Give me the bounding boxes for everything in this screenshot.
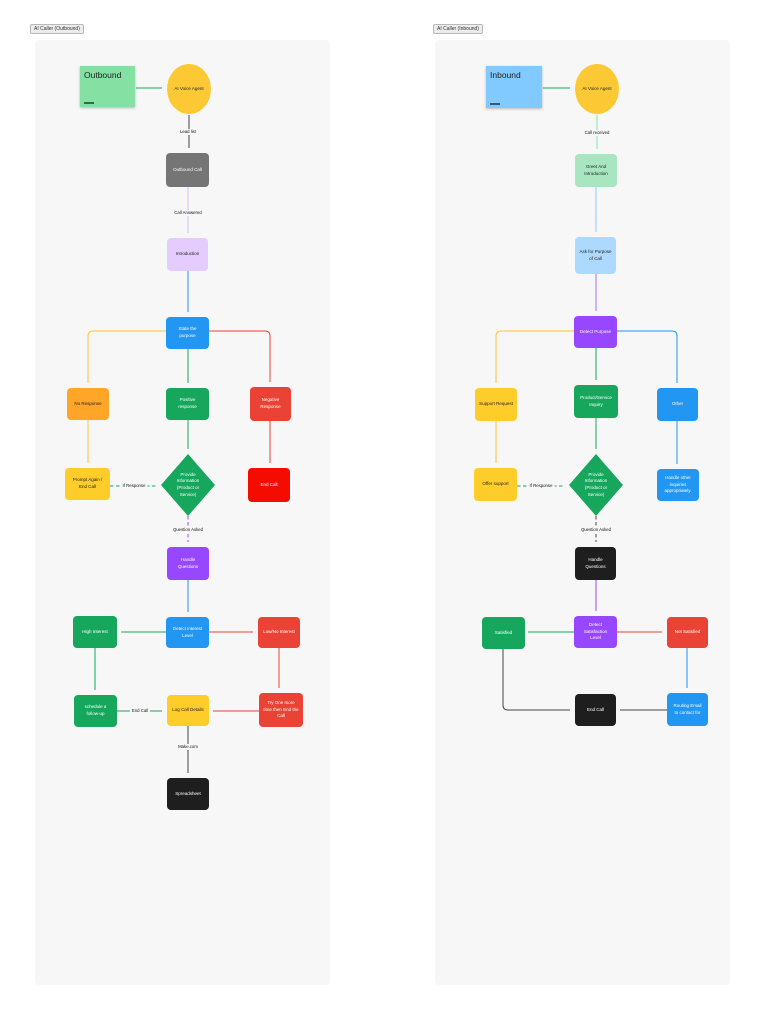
- node-label: Support Request: [479, 401, 513, 407]
- node-label: Other: [671, 401, 684, 407]
- sticky-outbound-label: Outbound: [84, 70, 122, 80]
- node-label: State the purpose: [178, 326, 197, 338]
- node-label: AI Voice Agent: [174, 85, 204, 91]
- node-routing-email[interactable]: Routing Email to contact for: [667, 693, 708, 726]
- node-end-call-inbound[interactable]: End Call: [575, 694, 616, 726]
- node-label: End Call: [586, 706, 604, 712]
- node-state-purpose[interactable]: State the purpose: [166, 317, 209, 349]
- edge-detect-to-other[interactable]: [617, 330, 678, 383]
- inbound-frame[interactable]: [435, 40, 730, 985]
- node-handle-questions-outbound[interactable]: Handle Questions: [167, 547, 209, 580]
- node-product-service-inquiry[interactable]: Product/Service Inquiry: [574, 385, 618, 418]
- outbound-frame[interactable]: [35, 40, 330, 985]
- sticky-inbound-label: Inbound: [490, 70, 521, 80]
- edge-label-call-answered: Call Answered: [172, 209, 204, 217]
- node-satisfied[interactable]: Satisfied: [482, 617, 525, 649]
- node-label: Detect Satisfaction Level: [583, 621, 608, 641]
- node-label: Negative Response: [260, 397, 281, 409]
- node-try-one-more-time[interactable]: Try One more time then End the Call: [259, 693, 303, 727]
- sticky-author-mark: [490, 103, 500, 105]
- node-log-call-details[interactable]: Log Call Details: [167, 695, 209, 726]
- node-ai-voice-agent-inbound[interactable]: AI Voice Agent: [575, 64, 619, 114]
- node-label: Satisfied: [494, 629, 513, 635]
- node-label: Outbound Call: [173, 166, 202, 172]
- node-label: Low/No Interest: [263, 629, 295, 635]
- sticky-outbound[interactable]: Outbound: [80, 66, 135, 107]
- node-offer-support[interactable]: Offer support: [474, 468, 517, 501]
- node-label: Not Satisfied: [674, 629, 701, 635]
- node-not-satisfied[interactable]: Not Satisfied: [667, 617, 708, 648]
- node-ask-for-purpose[interactable]: Ask for Purpose of Call: [575, 237, 616, 274]
- sticky-inbound[interactable]: Inbound: [486, 66, 542, 108]
- node-low-no-interest[interactable]: Low/No Interest: [258, 617, 300, 648]
- node-greet-and-introduction[interactable]: Greet And Introduction: [575, 154, 617, 187]
- sticky-author-mark: [84, 102, 94, 104]
- node-schedule-follow-up[interactable]: schedule a follow-up: [74, 695, 117, 727]
- node-label: Introduction: [175, 251, 200, 257]
- node-label: End Call: [260, 481, 278, 487]
- node-negative-response[interactable]: Negative Response: [250, 387, 291, 421]
- edge-label-if-response-outbound: If Response: [120, 482, 148, 490]
- node-spreadsheet[interactable]: Spreadsheet: [167, 778, 209, 810]
- node-high-interest[interactable]: High Interest: [73, 616, 117, 648]
- edge-satisfied-to-end-call[interactable]: [502, 649, 570, 711]
- edge-label-question-asked-outbound: Question Asked: [170, 526, 206, 534]
- node-label: High Interest: [82, 628, 108, 634]
- node-detect-interest-level[interactable]: Detect Interest Level: [166, 617, 209, 648]
- edge-label-question-asked-inbound: Question Asked: [578, 526, 614, 534]
- node-detect-purpose[interactable]: Detect Purpose: [574, 316, 617, 348]
- node-label: Handle Questions: [585, 556, 606, 569]
- outbound-frame-tag[interactable]: AI Caller (Outbound): [30, 24, 84, 34]
- node-ai-voice-agent-outbound[interactable]: AI Voice Agent: [167, 64, 211, 114]
- node-end-call-red[interactable]: End Call: [248, 468, 290, 502]
- edge-label-make-com: Make.com: [176, 743, 200, 751]
- edge-label-call-received: Call received: [582, 129, 612, 137]
- node-label: Offer support: [482, 481, 509, 487]
- node-label: Positive response: [178, 397, 197, 409]
- node-label: Routing Email to contact for: [673, 702, 702, 715]
- node-label: Try One more time then End the Call: [263, 699, 299, 719]
- node-label: Product/Service Inquiry: [580, 394, 612, 407]
- node-handle-questions-inbound[interactable]: Handle Questions: [575, 547, 616, 580]
- node-label: schedule a follow-up: [84, 704, 107, 716]
- node-label: Handle other inquiries appropriately.: [664, 474, 692, 494]
- node-label: Ask for Purpose of Call: [579, 248, 612, 261]
- node-outbound-call[interactable]: Outbound Call: [166, 153, 209, 187]
- node-label: Handle Questions: [177, 556, 199, 569]
- node-prompt-again-end-call[interactable]: Prompt Again / End Call: [65, 468, 110, 500]
- node-label: Detect Interest Level: [172, 625, 203, 638]
- node-detect-satisfaction-level[interactable]: Detect Satisfaction Level: [574, 616, 617, 648]
- node-label: Spreadsheet: [175, 790, 201, 796]
- node-label: AI Voice Agent: [582, 85, 612, 91]
- node-label: Provide Information (Product or Service): [584, 471, 608, 497]
- node-no-response[interactable]: No Response: [67, 388, 109, 420]
- node-label: Detect Purpose: [579, 328, 612, 334]
- edge-label-if-response-inbound: If Response: [527, 482, 555, 490]
- edge-label-end-call: End Call: [129, 707, 151, 715]
- node-positive-response[interactable]: Positive response: [166, 388, 209, 420]
- node-introduction[interactable]: Introduction: [167, 238, 208, 271]
- node-other[interactable]: Other: [657, 388, 698, 421]
- edge-purpose-to-negative[interactable]: [209, 330, 271, 382]
- edge-label-lead-list: Lead list: [177, 128, 199, 136]
- node-label: Prompt Again / End Call: [72, 477, 103, 489]
- node-label: Provide Information (Product or Service): [176, 471, 200, 497]
- node-handle-other-inquiries[interactable]: Handle other inquiries appropriately.: [657, 469, 699, 501]
- node-label: Greet And Introduction: [584, 163, 608, 176]
- node-label: No Response: [74, 400, 102, 406]
- edge-detect-to-support-request[interactable]: [495, 330, 574, 383]
- inbound-frame-tag[interactable]: AI Caller (Inbound): [433, 24, 483, 34]
- node-label: Log Call Details: [172, 707, 204, 713]
- node-support-request[interactable]: Support Request: [475, 388, 517, 421]
- edge-purpose-to-no-response[interactable]: [87, 330, 166, 383]
